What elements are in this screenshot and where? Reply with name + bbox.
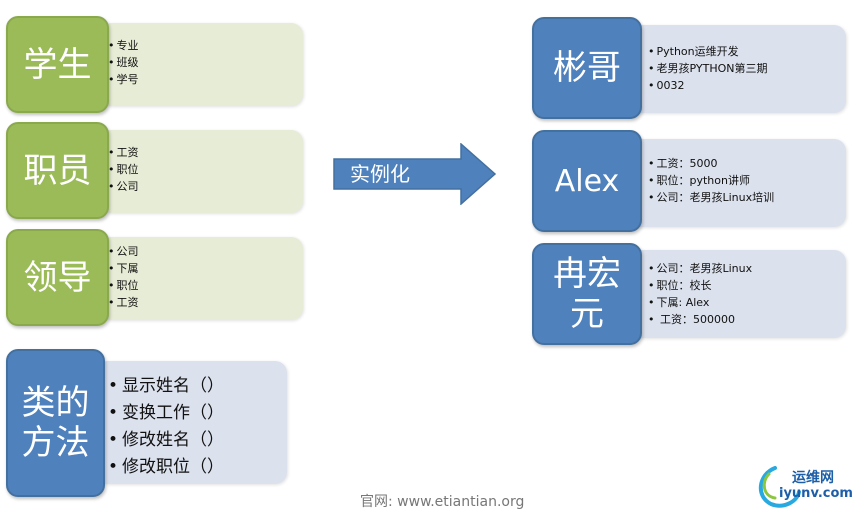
class-staff-attributes: 工资 职位 公司 (100, 130, 303, 213)
attribute-item: 公司：老男孩Linux培训 (648, 189, 775, 206)
instance-binge-title: 彬哥 (553, 48, 621, 88)
footer-website: 官网: www.etiantian.org (360, 494, 525, 510)
class-staff-tile: 职员 (6, 122, 109, 219)
instantiate-label: 实例化 (350, 162, 410, 186)
attribute-item: 职位 (108, 161, 139, 178)
instance-binge-attributes: Python运维开发 老男孩PYTHON第三期 0032 (628, 25, 846, 113)
attribute-item: 工资 (108, 144, 139, 161)
attribute-item: 职位：校长 (648, 277, 752, 294)
attribute-item: 专业 (108, 37, 139, 54)
logo-text-cn: 运维网 (792, 470, 834, 486)
attribute-item: 公司：老男孩Linux (648, 260, 753, 277)
attribute-item: 下属 (108, 260, 139, 277)
method-item: 变换工作（） (108, 400, 224, 427)
class-student-title: 学生 (23, 44, 92, 85)
attribute-item: Python运维开发 (648, 43, 768, 60)
attribute-item: 工资：5000 (648, 155, 774, 172)
class-leader-title: 领导 (23, 257, 92, 298)
class-staff-title: 职员 (23, 150, 92, 191)
class-methods-title: 类的 方法 (21, 383, 90, 463)
instance-ranhongyuan-title: 冉宏 元 (553, 254, 621, 334)
method-item: 修改职位（） (108, 454, 224, 481)
method-item: 显示姓名（） (108, 373, 224, 400)
class-student-tile: 学生 (6, 16, 109, 113)
class-methods-list: 显示姓名（） 变换工作（） 修改姓名（） 修改职位（） (96, 361, 287, 484)
class-leader-attributes: 公司 下属 职位 工资 (100, 237, 303, 320)
logo-text-domain: iyunv.com (779, 486, 853, 501)
method-item: 修改姓名（） (108, 427, 224, 454)
instance-alex-tile: Alex (532, 130, 642, 232)
attribute-item: 工资：500000 (648, 311, 752, 328)
attribute-item: 0032 (648, 77, 768, 94)
class-methods-tile: 类的 方法 (6, 349, 105, 497)
attribute-item: 公司 (108, 243, 139, 260)
attribute-item: 公司 (108, 178, 139, 195)
attribute-item: 下属: Alex (648, 294, 752, 311)
attribute-item: 职位 (108, 277, 139, 294)
attribute-item: 班级 (108, 54, 139, 71)
instance-alex-attributes: 工资：5000 职位：python讲师 公司：老男孩Linux培训 (628, 139, 846, 227)
attribute-item: 学号 (108, 71, 139, 88)
attribute-item: 工资 (108, 294, 139, 311)
instance-ranhongyuan-attributes: 公司：老男孩Linux 职位：校长 下属: Alex 工资：500000 (628, 250, 846, 338)
instance-binge-tile: 彬哥 (532, 17, 642, 119)
instance-ranhongyuan-tile: 冉宏 元 (532, 243, 642, 345)
class-leader-tile: 领导 (6, 229, 109, 326)
attribute-item: 老男孩PYTHON第三期 (648, 60, 768, 77)
instantiate-arrow (333, 143, 497, 205)
class-student-attributes: 专业 班级 学号 (100, 23, 303, 106)
instance-alex-title: Alex (554, 163, 620, 199)
attribute-item: 职位：python讲师 (648, 172, 774, 189)
swirl-logo-icon (759, 466, 801, 508)
